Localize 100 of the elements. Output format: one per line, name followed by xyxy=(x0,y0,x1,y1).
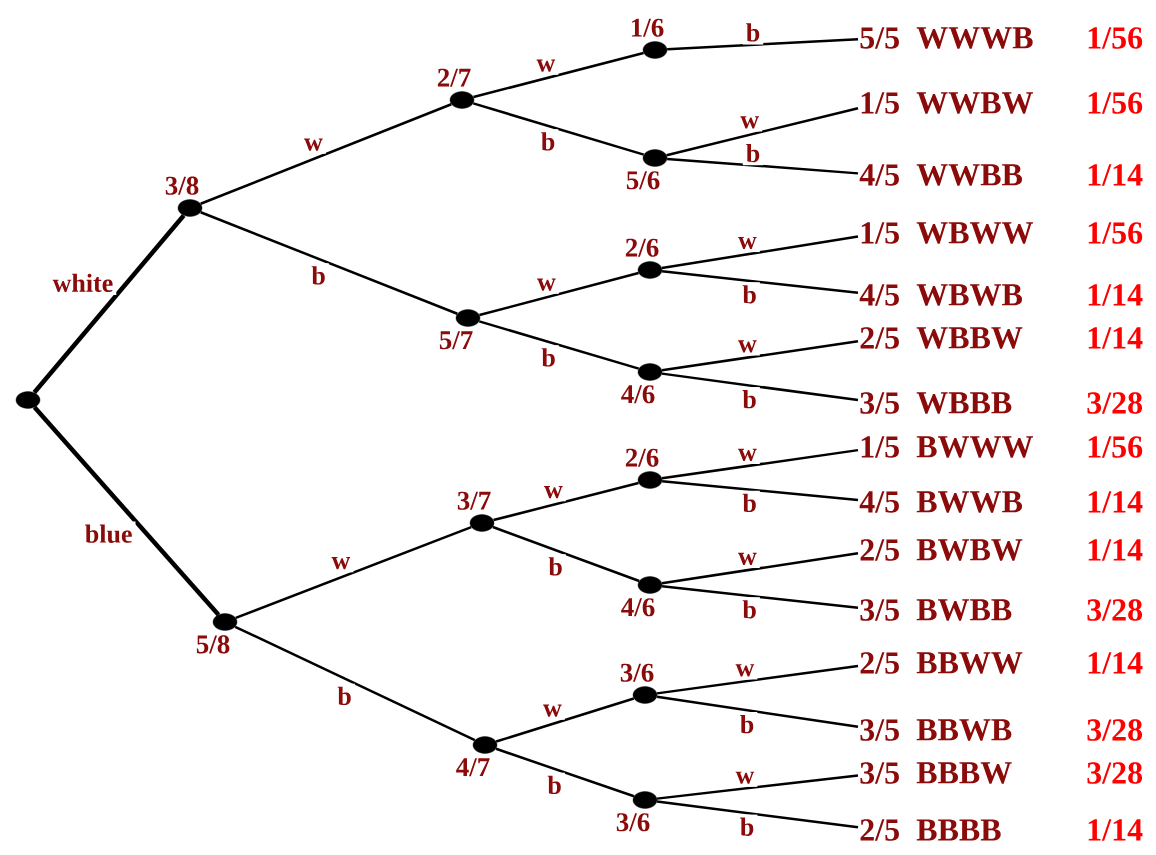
joint-probability: 1/14 xyxy=(1088,491,1143,513)
branch-line xyxy=(234,625,476,742)
outcome-label: WWBW xyxy=(916,92,1034,114)
outcome-label: BWWB xyxy=(916,491,1022,513)
branch-line xyxy=(666,107,859,157)
branch-line xyxy=(661,270,859,294)
joint-probability: 1/14 xyxy=(1088,652,1143,674)
edge-label: w xyxy=(735,445,760,464)
probability-label: 2/5 xyxy=(860,327,899,349)
branch-line xyxy=(235,525,472,620)
probability-label: 4/5 xyxy=(859,164,899,186)
joint-probability: 3/28 xyxy=(1087,719,1143,741)
outcome-label: BBBB xyxy=(916,819,1001,841)
edge-label: w xyxy=(732,661,758,680)
joint-probability: 1/14 xyxy=(1088,284,1143,306)
edge-label: b xyxy=(739,282,760,307)
branch-line xyxy=(661,339,859,372)
edge-label: b xyxy=(545,554,566,579)
branch-line xyxy=(662,479,859,502)
edge-label: blue xyxy=(81,521,136,546)
edge-label: w xyxy=(737,113,763,132)
probability-label: 3/5 xyxy=(860,719,899,741)
edge-label: w xyxy=(533,56,559,75)
branch-line xyxy=(495,697,635,743)
edge-label: w xyxy=(735,549,760,569)
probability-label: 1/5 xyxy=(861,222,899,244)
branch-line xyxy=(200,211,458,315)
edge-label: b xyxy=(739,597,760,622)
branch-line xyxy=(493,481,639,522)
probability-label: 2/5 xyxy=(860,819,899,841)
edge-label: b xyxy=(308,263,329,288)
branch-line xyxy=(661,585,859,609)
edge-label: w xyxy=(540,701,565,720)
edge-label: b xyxy=(544,772,565,797)
outcome-label: BBWB xyxy=(916,719,1012,741)
branch-line xyxy=(656,664,859,695)
outcome-label: WBWW xyxy=(916,222,1034,244)
joint-probability: 1/56 xyxy=(1088,436,1143,458)
branch-point xyxy=(15,391,41,409)
edge-label: b xyxy=(538,345,559,370)
probability-label: 2/5 xyxy=(860,539,899,561)
joint-probability: 1/56 xyxy=(1088,222,1143,244)
branch-line xyxy=(473,51,644,99)
edge-label: b xyxy=(736,814,758,839)
branch-line xyxy=(492,525,640,583)
edge-label: w xyxy=(541,483,566,502)
edge-label: w xyxy=(732,768,758,787)
edge-label: b xyxy=(739,387,760,412)
probability-label: 4/5 xyxy=(859,491,899,513)
branch-line xyxy=(661,552,859,585)
outcome-label: WBBB xyxy=(916,392,1012,414)
joint-probability: 1/14 xyxy=(1088,539,1143,561)
branch-probability: 5/7 xyxy=(439,331,473,350)
branch-line xyxy=(32,405,221,617)
branch-line xyxy=(661,372,859,402)
branch-probability: 4/6 xyxy=(621,598,655,617)
edge-label: w xyxy=(534,275,559,294)
branch-line xyxy=(656,800,859,829)
probability-label: 1/5 xyxy=(861,92,899,114)
probability-label: 3/5 xyxy=(860,762,899,784)
branch-line xyxy=(661,448,859,480)
outcome-label: WBBW xyxy=(916,327,1023,349)
branch-line xyxy=(479,271,639,317)
outcome-label: WWBB xyxy=(916,164,1022,186)
outcome-label: BWBW xyxy=(916,539,1023,561)
branch-line xyxy=(32,214,186,394)
joint-probability: 1/14 xyxy=(1088,327,1143,349)
branch-line xyxy=(667,157,859,175)
joint-probability: 3/28 xyxy=(1087,762,1143,784)
edge-label: b xyxy=(537,129,559,154)
joint-probability: 1/14 xyxy=(1088,164,1143,186)
branch-line xyxy=(495,747,635,798)
edge-label: white xyxy=(49,270,117,295)
edge-label: b xyxy=(742,140,764,166)
joint-probability: 1/56 xyxy=(1088,27,1143,49)
branch-line xyxy=(472,102,645,156)
probability-label: 3/5 xyxy=(860,392,899,414)
joint-probability: 1/56 xyxy=(1088,92,1143,114)
branch-line xyxy=(656,695,859,729)
branch-line xyxy=(667,37,859,51)
probability-label: 2/5 xyxy=(860,652,899,674)
outcome-label: BWWW xyxy=(916,436,1034,458)
branch-probability: 3/6 xyxy=(620,663,654,682)
probability-label: 5/5 xyxy=(860,27,899,49)
edge-label: w xyxy=(735,337,760,356)
joint-probability: 1/14 xyxy=(1088,819,1143,841)
edge-label: w xyxy=(735,233,760,253)
edge-label: b xyxy=(742,20,764,45)
edge-label: w xyxy=(301,135,326,154)
joint-probability: 3/28 xyxy=(1087,599,1143,621)
outcome-label: BWBB xyxy=(916,599,1012,621)
outcome-label: WBWB xyxy=(916,284,1022,306)
branch-probability: 5/8 xyxy=(196,635,230,654)
joint-probability: 3/28 xyxy=(1087,392,1143,414)
branch-line xyxy=(661,235,859,270)
edge-label: w xyxy=(328,554,354,573)
outcome-label: BBBW xyxy=(916,762,1012,784)
branch-probability: 3/7 xyxy=(457,491,491,510)
branch-probability: 1/6 xyxy=(631,18,664,37)
branch-probability: 3/6 xyxy=(616,813,650,832)
